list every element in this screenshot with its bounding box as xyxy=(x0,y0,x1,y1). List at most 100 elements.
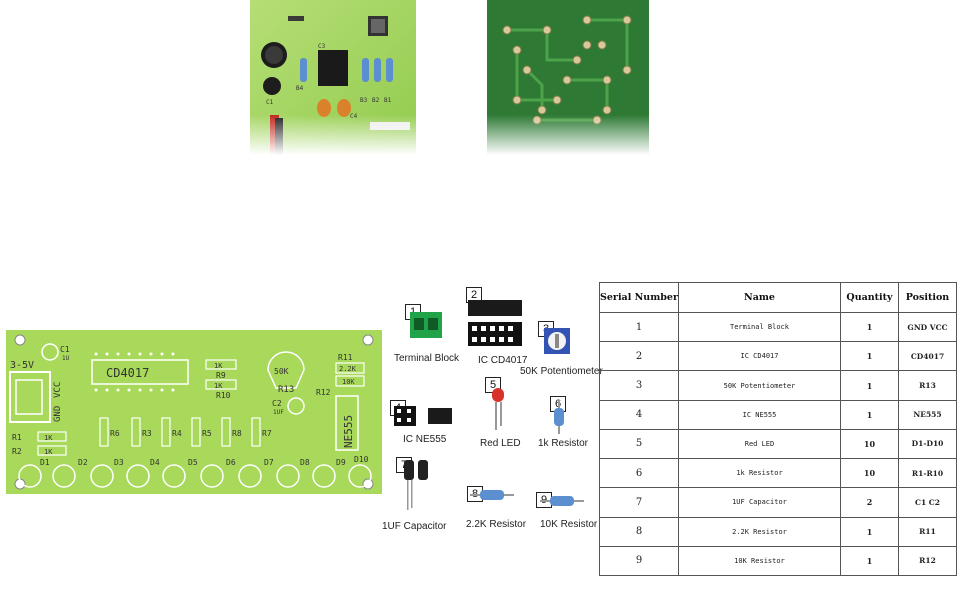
pcb-r4: R4 xyxy=(172,429,182,438)
pcb-vcc: VCC xyxy=(53,382,63,398)
cell-quantity: 10 xyxy=(840,428,899,460)
cell-name: 2.2K Resistor xyxy=(678,516,841,547)
pcb-gnd: GND xyxy=(53,406,63,422)
pcb-r11-value: 2.2K xyxy=(339,365,357,373)
photo-fade xyxy=(250,115,416,155)
cell-serial: 8 xyxy=(599,516,679,547)
assembled-board-photo: C3 C4 C1 B4 B3 B2 B1 xyxy=(250,0,416,155)
table-row: 5 Red LED 10 D1-D10 xyxy=(599,428,957,460)
pcb-r12-value: 10K xyxy=(342,378,355,386)
pcb-r9-value: 1K xyxy=(214,362,223,370)
part-label-2-2k-resistor: 2.2K Resistor xyxy=(466,519,527,530)
cell-quantity: 1 xyxy=(840,341,899,372)
pcb-r10-value: 1K xyxy=(214,382,223,390)
part-label-1k-resistor: 1k Resistor xyxy=(538,438,589,449)
cell-position: C1 C2 xyxy=(898,487,957,518)
table-row: 2 IC CD4017 1 CD4017 xyxy=(599,341,957,372)
label-b3: B3 xyxy=(360,97,368,104)
pcb-r6: R6 xyxy=(110,429,120,438)
cell-quantity: 1 xyxy=(840,516,899,547)
col-header-position: Position xyxy=(898,282,957,313)
pcb-ic-cd4017: CD4017 xyxy=(106,366,149,380)
cell-name: IC CD4017 xyxy=(678,341,841,372)
pcb-r13: R13 xyxy=(278,385,294,395)
cell-position: R11 xyxy=(898,516,957,547)
col-header-name: Name xyxy=(678,282,841,313)
board-back-photo xyxy=(487,0,649,155)
table-row: 4 IC NE555 1 NE555 xyxy=(599,399,957,430)
pcb-d9: D9 xyxy=(336,458,346,467)
cell-serial: 7 xyxy=(599,487,679,518)
cell-serial: 9 xyxy=(599,545,679,577)
pcb-r5: R5 xyxy=(202,429,212,438)
cell-serial: 2 xyxy=(599,341,679,372)
pcb-r2: R2 xyxy=(12,447,22,456)
part-label-terminal-block: Terminal Block xyxy=(394,353,460,364)
label-b1: B1 xyxy=(384,97,392,104)
pcb-diagram: 3-5V VCC GND C1 1U CD4017 1K R9 1K R10 5… xyxy=(6,330,382,494)
part-label-capacitor: 1UF Capacitor xyxy=(382,521,447,532)
potentiometer-icon xyxy=(544,328,570,354)
part-label-cd4017: IC CD4017 xyxy=(478,355,528,366)
cell-position: R12 xyxy=(898,545,957,577)
cell-serial: 1 xyxy=(599,311,679,343)
pcb-d5: D5 xyxy=(188,458,198,467)
cell-quantity: 1 xyxy=(840,545,899,577)
pcb-d7: D7 xyxy=(264,458,274,467)
pcb-c1-value: 1U xyxy=(62,355,70,362)
pcb-d8: D8 xyxy=(300,458,310,467)
cell-position: R13 xyxy=(898,370,957,401)
part-label-10k-resistor: 10K Resistor xyxy=(540,519,598,530)
pcb-d2: D2 xyxy=(78,458,88,467)
cell-serial: 4 xyxy=(599,399,679,430)
cell-position: NE555 xyxy=(898,399,957,430)
resistor-10k-icon xyxy=(540,496,584,506)
assembled-board-illustration: C3 C4 C1 B4 B3 B2 B1 xyxy=(250,0,416,155)
pcb-d1: D1 xyxy=(40,458,50,467)
col-header-serial: Serial Number xyxy=(599,282,679,313)
label-c3: C3 xyxy=(318,43,326,50)
pcb-r10: R10 xyxy=(216,391,231,400)
cell-serial: 6 xyxy=(599,458,679,489)
part-label-potentiometer: 50K Potentiometer xyxy=(520,366,603,377)
pcb-r8: R8 xyxy=(232,429,242,438)
photo-fade-2 xyxy=(487,115,649,155)
pcb-ic-ne555: NE555 xyxy=(342,415,355,448)
label-c1-top: C1 xyxy=(266,99,274,106)
cell-position: CD4017 xyxy=(898,341,957,372)
terminal-block-icon xyxy=(410,312,442,338)
part-number-2: 2 xyxy=(466,287,482,303)
capacitor-icon xyxy=(404,460,428,510)
pcb-r1: R1 xyxy=(12,433,22,442)
part-label-red-led: Red LED xyxy=(480,438,521,449)
cell-name: Red LED xyxy=(678,428,841,460)
table-row: 7 1UF Capacitor 2 C1 C2 xyxy=(599,487,957,518)
pcb-c2: C2 xyxy=(272,399,282,408)
cell-name: 1k Resistor xyxy=(678,458,841,489)
part-label-ne555: IC NE555 xyxy=(403,434,447,445)
pcb-r2-value: 1K xyxy=(44,448,53,456)
cell-name: IC NE555 xyxy=(678,399,841,430)
cell-serial: 5 xyxy=(599,428,679,460)
cell-position: D1-D10 xyxy=(898,428,957,460)
pcb-d3: D3 xyxy=(114,458,124,467)
pcb-d10: D10 xyxy=(354,455,369,464)
red-led-icon xyxy=(492,388,504,430)
pcb-voltage: 3-5V xyxy=(10,360,34,371)
cell-quantity: 1 xyxy=(840,399,899,430)
cell-quantity: 1 xyxy=(840,311,899,343)
cell-name: 50K Potentiometer xyxy=(678,370,841,401)
ic-ne555-icon xyxy=(394,406,452,426)
pcb-r3: R3 xyxy=(142,429,152,438)
cell-name: 1UF Capacitor xyxy=(678,487,841,518)
label-b4: B4 xyxy=(296,85,304,92)
cell-serial: 3 xyxy=(599,370,679,401)
pcb-r11: R11 xyxy=(338,353,353,362)
table-row: 9 10K Resistor 1 R12 xyxy=(599,545,957,577)
pcb-c2-value: 1UF xyxy=(273,409,284,416)
resistor-1k-icon xyxy=(554,400,564,434)
pcb-r1-value: 1K xyxy=(44,434,53,442)
table-row: 8 2.2K Resistor 1 R11 xyxy=(599,516,957,547)
table-row: 3 50K Potentiometer 1 R13 xyxy=(599,370,957,401)
table-row: 1 Terminal Block 1 GND VCC xyxy=(599,311,957,343)
